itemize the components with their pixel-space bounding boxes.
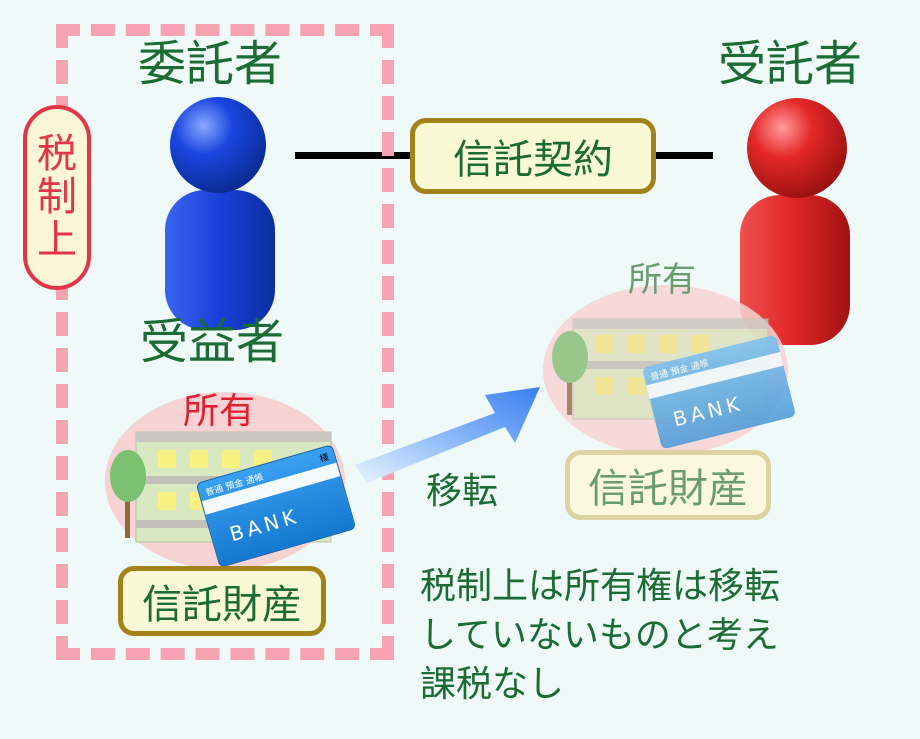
trustee-person-icon <box>740 98 850 345</box>
settlor-person-icon <box>165 97 275 330</box>
ownership-right-label: 所有 <box>628 260 696 300</box>
card-brand-right: BANK <box>670 390 746 432</box>
trustee-label: 受託者 <box>718 36 863 92</box>
tax-label-pill: 税 制 上 <box>23 105 91 290</box>
beneficiary-label: 受益者 <box>140 314 285 370</box>
tax-char: 上 <box>37 217 77 264</box>
trust-contract-label: 信託契約 <box>453 137 613 183</box>
trust-property-label-right: 信託財産 <box>588 466 748 512</box>
transfer-arrow-icon <box>355 387 540 483</box>
trust-property-label-left: 信託財産 <box>142 582 302 628</box>
settlor-label: 委託者 <box>138 36 283 92</box>
trust-contract-box: 信託契約 <box>410 118 656 194</box>
tax-note-line: していないものと考え <box>420 615 779 656</box>
trust-property-box-right: 信託財産 <box>565 450 771 520</box>
card-brand: BANK <box>226 503 303 547</box>
tax-char: 制 <box>37 173 77 220</box>
ownership-left-label: 所有 <box>183 391 256 432</box>
transfer-label: 移転 <box>426 462 498 514</box>
tax-note: 税制上は所有権は移転 していないものと考え 課税なし <box>420 562 780 709</box>
tax-note-line: 課税なし <box>420 664 565 705</box>
card-corner: 様 <box>318 452 331 465</box>
trust-property-box-left: 信託財産 <box>118 566 326 636</box>
transfer-text: 移転 <box>426 471 499 512</box>
tax-note-line: 税制上は所有権は移転 <box>420 566 781 607</box>
tax-char: 税 <box>37 130 77 177</box>
